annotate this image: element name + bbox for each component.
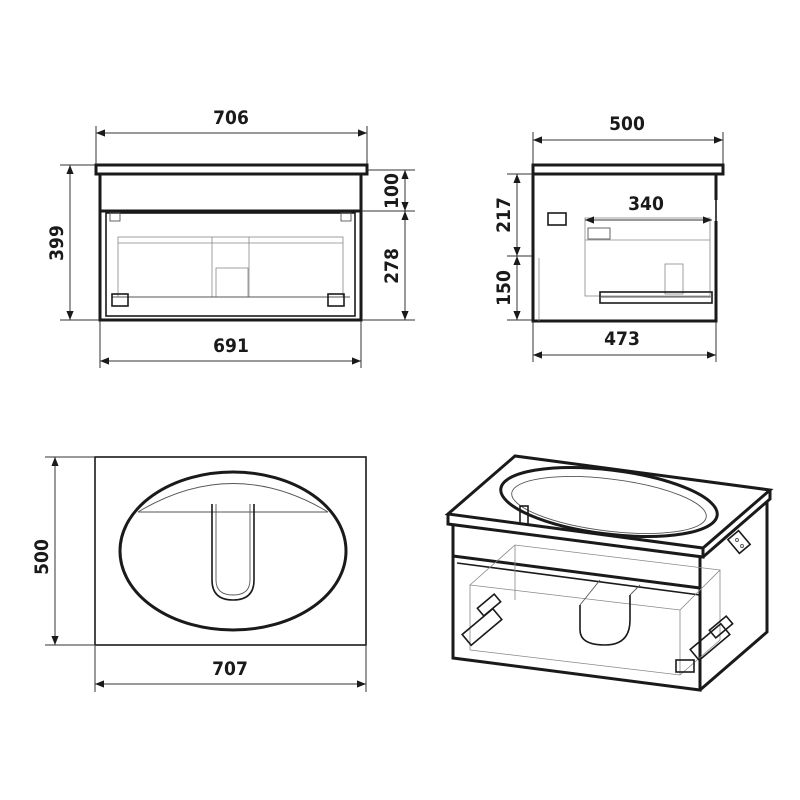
dim-front-drawer-lower: 278: [381, 248, 403, 284]
dim-side-inner-depth: 340: [628, 193, 664, 215]
front-runner-left: [111, 293, 129, 307]
top-siphon-recess-inner: [215, 504, 251, 596]
iso-countertop-edge: [446, 490, 772, 559]
dim-side-lower-height: 150: [493, 270, 515, 306]
top-basin-outer: [118, 470, 348, 632]
front-inner-box: [117, 236, 344, 298]
side-countertop: [531, 163, 725, 176]
dim-front-width-top: 706: [213, 107, 249, 129]
dim-front-drawer-upper: 100: [381, 173, 403, 209]
dim-side-depth-bottom: 473: [604, 328, 640, 350]
iso-inner-box-edges: [469, 545, 721, 675]
iso-runner-left: [461, 607, 503, 647]
side-view: 500 340 217 150 473: [493, 113, 725, 362]
front-view: 706 399 100 278 691: [46, 107, 415, 368]
iso-drawer-top-edge: [456, 562, 701, 596]
iso-runner-left-2: [476, 592, 502, 618]
top-basin-inner-arc: [137, 483, 329, 513]
top-countertop: [94, 456, 367, 646]
iso-wall-bracket: [726, 529, 752, 555]
dim-side-upper-height: 217: [493, 197, 515, 233]
dim-top-width: 707: [212, 658, 248, 680]
front-runner-right: [327, 293, 345, 307]
iso-drain: [519, 505, 529, 525]
iso-inner-box-bottom: [469, 639, 721, 676]
iso-siphon-recess: [579, 595, 631, 646]
front-hinge-left: [109, 212, 121, 222]
iso-drawer-divider: [452, 554, 701, 590]
front-drawer-front: [105, 212, 356, 317]
iso-basin-rim: [499, 466, 719, 538]
side-inner-siphon: [664, 263, 684, 295]
top-siphon-recess: [211, 504, 255, 601]
iso-front-face: [451, 526, 702, 692]
dim-front-height-total: 399: [46, 225, 68, 261]
iso-basin-inner: [511, 476, 707, 534]
iso-runner-bracket: [675, 659, 695, 673]
front-siphon-cutout: [215, 267, 249, 298]
side-inner-handle: [587, 227, 611, 240]
isometric-view: [444, 454, 774, 692]
side-inner-box: [584, 217, 711, 297]
front-cabinet-body: [98, 172, 363, 322]
iso-side-face: [699, 501, 769, 692]
top-view: 500 707: [31, 456, 367, 692]
dim-top-depth: 500: [31, 539, 53, 575]
iso-runner-right-2: [708, 614, 734, 640]
side-cabinet-outline: [531, 174, 718, 323]
dim-side-depth-top: 500: [609, 113, 645, 135]
dim-front-width-bottom: 691: [213, 335, 249, 357]
side-bracket: [547, 212, 567, 226]
front-hinge-right: [340, 212, 352, 222]
side-runner: [599, 291, 713, 304]
